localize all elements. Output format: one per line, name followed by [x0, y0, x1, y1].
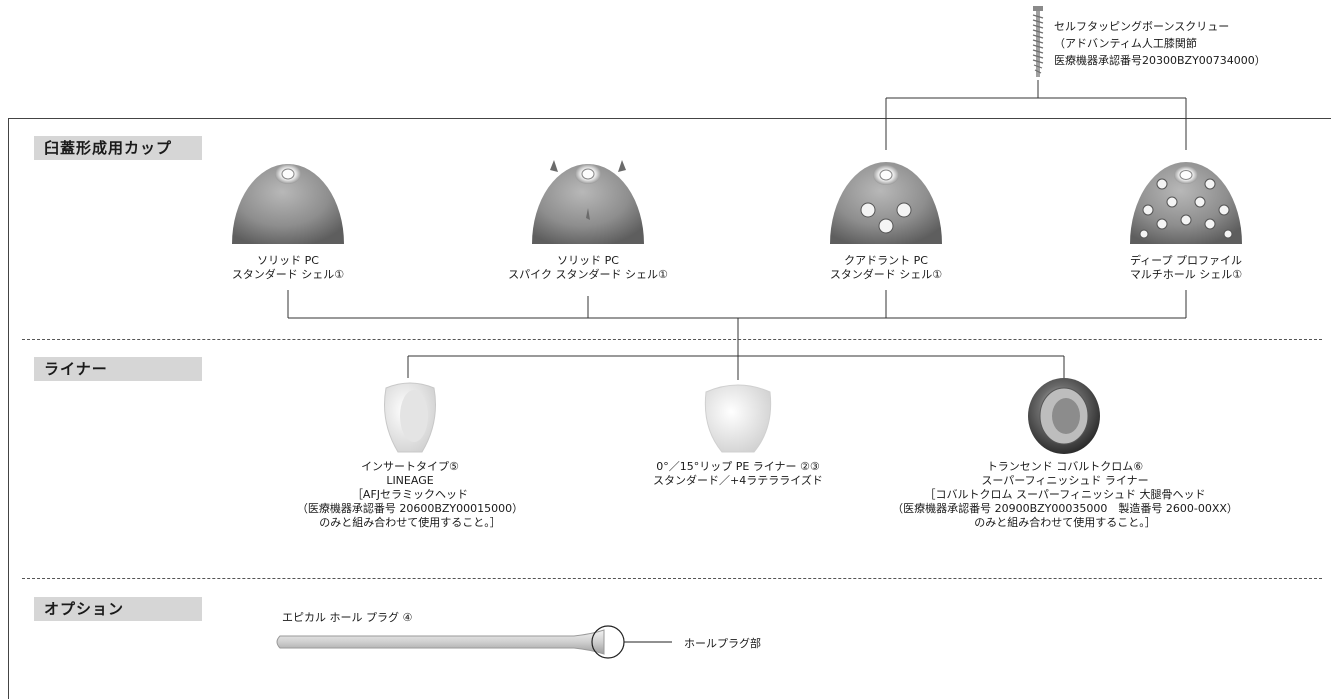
cup-type: スパイク スタンダード シェル① — [508, 268, 668, 281]
liner-caption: インサートタイプ⑤ LINEAGE ［AFJセラミックヘッド （医療機器承認番号… — [240, 460, 580, 530]
liner-line: スタンダード／+4ラテラライズド — [653, 474, 823, 487]
liner-line: （医療機器承認番号 20600BZY00015000） — [296, 502, 524, 515]
section-divider — [22, 578, 1322, 579]
screw-line-2: （アドバンティム人工膝関節 — [1054, 37, 1197, 50]
cup-caption: ソリッド PC スタンダード シェル① — [188, 254, 388, 282]
liner-line: 0°／15°リップ PE ライナー ②③ — [656, 460, 820, 473]
cup-name: ソリッド PC — [257, 254, 319, 267]
liner-line: トランセンド コバルトクロム⑥ — [986, 460, 1144, 473]
section-label-options: オプション — [34, 597, 202, 621]
cup-name: ソリッド PC — [557, 254, 619, 267]
cup-caption: クアドラント PC スタンダード シェル① — [786, 254, 986, 282]
apical-hole-plug-image — [276, 625, 672, 659]
cup-name: クアドラント PC — [844, 254, 928, 267]
bone-screw-image — [1032, 6, 1044, 77]
cup-caption: ディープ プロファイル マルチホール シェル① — [1086, 254, 1286, 282]
liner-caption: 0°／15°リップ PE ライナー ②③ スタンダード／+4ラテラライズド — [588, 460, 888, 488]
liner-line: ［コバルトクロム スーパーフィニッシュド 大腿骨ヘッド — [924, 488, 1206, 501]
liner-line: のみと組み合わせて使用すること。］ — [319, 516, 501, 529]
solid-pc-shell-image — [232, 164, 344, 244]
section-label-liners: ライナー — [34, 357, 202, 381]
liner-line: （医療機器承認番号 20900BZY00035000 製造番号 2600-00X… — [892, 502, 1238, 515]
section-divider — [22, 339, 1322, 340]
transcend-cocr-liner-image — [1028, 378, 1100, 454]
screw-line-1: セルフタッピングボーンスクリュー — [1054, 20, 1230, 33]
cup-type: スタンダード シェル① — [231, 268, 345, 281]
section-label-cups: 臼蓋形成用カップ — [34, 136, 202, 160]
pe-liner-image — [704, 384, 772, 453]
hole-plug-label: エピカル ホール プラグ ④ — [282, 611, 413, 624]
liner-line: スーパーフィニッシュド ライナー — [981, 474, 1149, 487]
diagram-frame — [8, 118, 1331, 699]
liner-line: インサートタイプ⑤ — [361, 460, 459, 473]
solid-pc-spike-shell-image — [532, 160, 644, 244]
quadrant-pc-shell-image — [830, 162, 942, 244]
deep-profile-multihole-shell-image — [1130, 162, 1242, 244]
liner-line: ［AFJセラミックヘッド — [351, 488, 469, 501]
cup-name: ディープ プロファイル — [1129, 254, 1243, 267]
cup-caption: ソリッド PC スパイク スタンダード シェル① — [488, 254, 688, 282]
cup-type: マルチホール シェル① — [1129, 268, 1243, 281]
bone-screw-caption: セルフタッピングボーンスクリュー （アドバンティム人工膝関節 医療機器承認番号2… — [1054, 18, 1266, 69]
liner-line: のみと組み合わせて使用すること。］ — [974, 516, 1156, 529]
liner-line: LINEAGE — [386, 474, 434, 487]
cup-type: スタンダード シェル① — [829, 268, 943, 281]
lineage-insert-liner-image — [384, 382, 436, 453]
liner-caption: トランセンド コバルトクロム⑥ スーパーフィニッシュド ライナー ［コバルトクロ… — [840, 460, 1290, 530]
hole-plug-callout: ホールプラグ部 — [684, 637, 761, 650]
screw-line-3: 医療機器承認番号20300BZY00734000） — [1054, 54, 1266, 67]
